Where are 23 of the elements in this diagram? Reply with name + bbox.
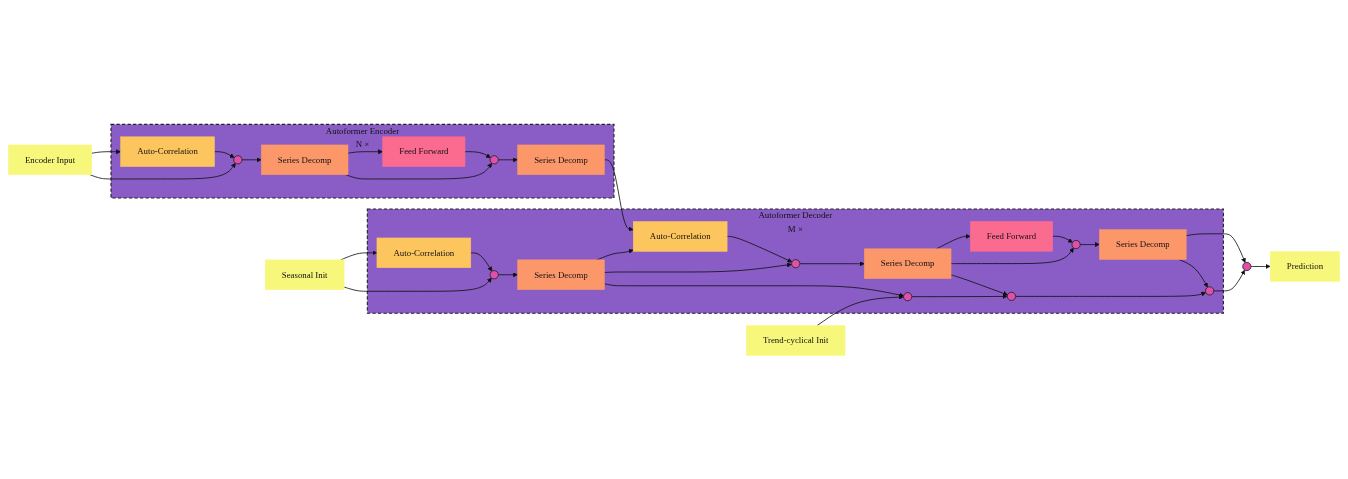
node-circle bbox=[1006, 291, 1017, 301]
node-box: Series Decomp bbox=[864, 248, 952, 279]
node-box: Auto-Correlation bbox=[633, 220, 728, 252]
node-box: Feed Forward bbox=[382, 136, 466, 167]
node-circle bbox=[489, 269, 499, 279]
node-box: Prediction bbox=[1270, 250, 1340, 282]
node-box: Series Decomp bbox=[261, 144, 349, 175]
node-box: Seasonal Init bbox=[264, 259, 345, 290]
node-box: Series Decomp bbox=[1099, 229, 1187, 260]
node-box: Feed Forward bbox=[970, 220, 1053, 252]
node-box: Encoder Input bbox=[8, 144, 92, 175]
node-box: Auto-Correlation bbox=[120, 136, 215, 167]
node-circle bbox=[1205, 285, 1215, 296]
node-box: Auto-Correlation bbox=[376, 237, 472, 268]
node-box: Trend-cyclical Init bbox=[746, 324, 846, 356]
node-circle bbox=[1242, 261, 1252, 271]
node-circle bbox=[233, 154, 243, 164]
node-circle bbox=[791, 258, 801, 268]
node-circle bbox=[489, 154, 499, 164]
node-box: Series Decomp bbox=[517, 144, 605, 175]
node-circle bbox=[903, 291, 913, 301]
node-box: Series Decomp bbox=[517, 259, 605, 290]
node-circle bbox=[1071, 239, 1081, 249]
